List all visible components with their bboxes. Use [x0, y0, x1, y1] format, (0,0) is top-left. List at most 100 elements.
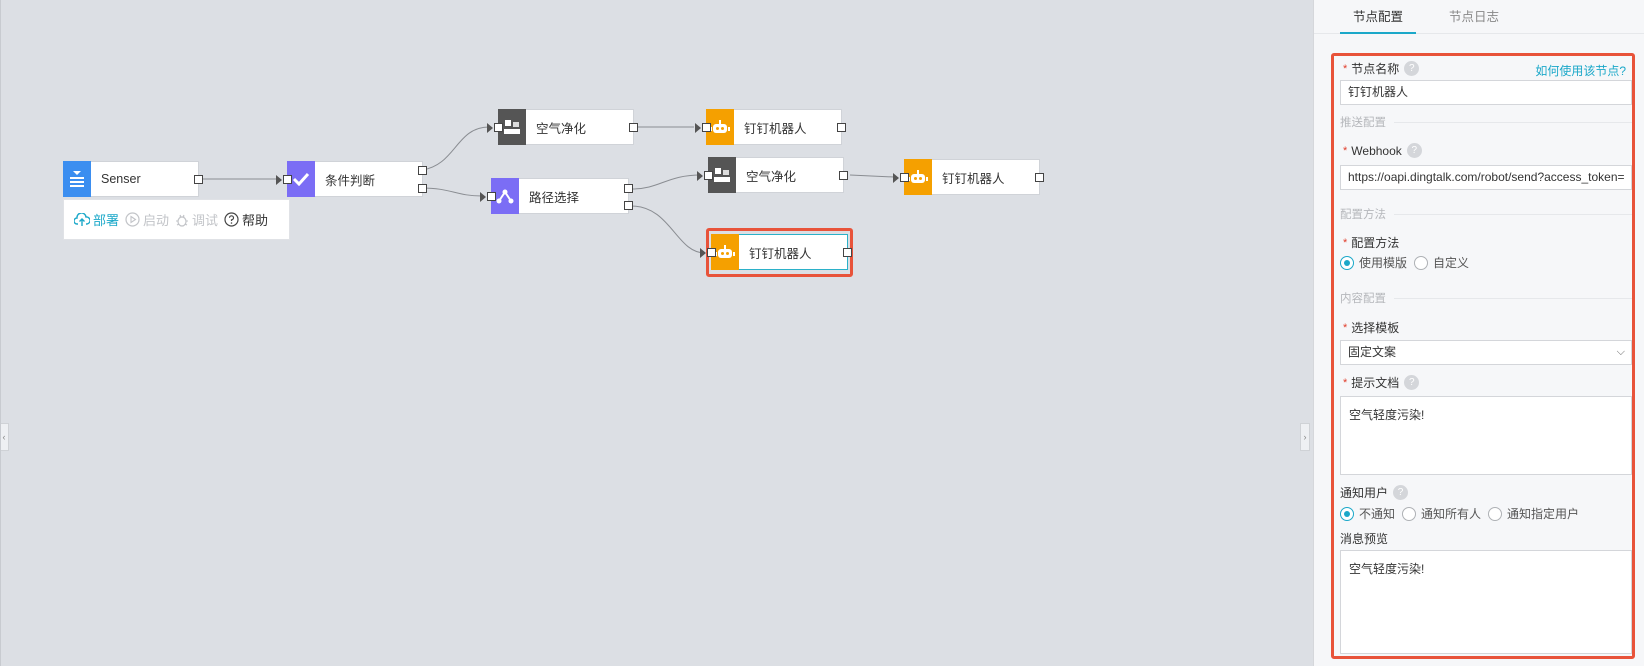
webhook-input[interactable]: https://oapi.dingtalk.com/robot/send?acc…: [1340, 165, 1632, 190]
deploy-label: 部署: [93, 213, 120, 228]
wire-condition-route: [421, 187, 483, 197]
output-port[interactable]: [1035, 173, 1044, 182]
node-name-input[interactable]: 钉钉机器人: [1340, 80, 1632, 105]
tab-node-config[interactable]: 节点配置: [1340, 0, 1417, 34]
question-icon[interactable]: ?: [1393, 485, 1409, 500]
deploy-button[interactable]: 部署: [74, 210, 119, 229]
input-port[interactable]: [487, 192, 496, 201]
template-select[interactable]: 固定文案 ⌵: [1340, 340, 1632, 365]
prompt-doc-label: * 提示文档 ?: [1343, 374, 1420, 391]
node-toolbar: 部署 启动 调试 帮助: [63, 199, 290, 240]
node-air-purify-2[interactable]: 空气净化: [697, 157, 848, 193]
node-dingtalk-bot-1[interactable]: 钉钉机器人: [695, 109, 846, 145]
panel-collapse-handle[interactable]: ›: [1300, 423, 1310, 451]
node-config-panel: 节点配置 节点日志 * 节点名称 ? 如何使用该节点? 钉钉机器人 推送配置 *…: [1313, 0, 1644, 666]
node-config-form: * 节点名称 ? 如何使用该节点? 钉钉机器人 推送配置 * Webhook ?…: [1331, 53, 1635, 659]
node-name-label: * 节点名称 ?: [1343, 60, 1420, 77]
config-method-label: * 配置方法: [1343, 236, 1400, 250]
node-dingtalk-bot-3[interactable]: 钉钉机器人: [700, 234, 852, 270]
input-arrow-icon: [700, 248, 706, 258]
flow-canvas[interactable]: Senser 条件判断 空气净化 路径选择: [0, 0, 1313, 666]
output-port[interactable]: [839, 171, 848, 180]
notify-radio-group: 不通知 通知所有人 通知指定用户: [1340, 505, 1579, 522]
start-label: 启动: [143, 213, 170, 228]
output-port-1[interactable]: [624, 184, 633, 193]
required-mark: *: [1343, 62, 1348, 75]
how-to-use-link[interactable]: 如何使用该节点?: [1535, 64, 1626, 78]
input-arrow-icon: [893, 173, 899, 183]
question-icon[interactable]: ?: [1404, 61, 1420, 76]
input-arrow-icon: [695, 123, 701, 133]
input-port[interactable]: [707, 248, 716, 257]
required-mark: *: [1343, 236, 1348, 249]
radio-custom[interactable]: 自定义: [1414, 254, 1469, 271]
section-push-config: 推送配置: [1340, 114, 1632, 130]
cloud-upload-icon: [74, 212, 90, 226]
node-label: 空气净化: [746, 169, 797, 184]
question-icon[interactable]: ?: [1406, 143, 1422, 158]
node-label: 钉钉机器人: [744, 121, 807, 136]
connection-wires: [200, 126, 895, 254]
input-port[interactable]: [283, 175, 292, 184]
radio-use-template[interactable]: 使用模版: [1340, 254, 1407, 271]
required-mark: *: [1343, 376, 1348, 389]
play-circle-icon: [125, 212, 140, 227]
wire-condition-air1: [421, 126, 490, 171]
node-label: 钉钉机器人: [749, 246, 812, 261]
branch-icon: [491, 178, 519, 214]
output-port[interactable]: [194, 175, 203, 184]
question-icon[interactable]: ?: [1404, 375, 1420, 390]
radio-unchecked-icon: [1488, 506, 1503, 521]
radio-no-notify[interactable]: 不通知: [1340, 505, 1395, 522]
start-button[interactable]: 启动: [125, 210, 169, 229]
node-condition[interactable]: 条件判断: [276, 161, 427, 197]
wire-route-air2: [630, 174, 702, 190]
node-air-purify-1[interactable]: 空气净化: [487, 109, 638, 145]
config-method-radio-group: 使用模版 自定义: [1340, 254, 1469, 271]
output-port[interactable]: [629, 123, 638, 132]
radio-notify-specific[interactable]: 通知指定用户: [1488, 505, 1579, 522]
output-port-1[interactable]: [418, 166, 427, 175]
help-button[interactable]: 帮助: [224, 210, 268, 229]
node-route-select[interactable]: 路径选择: [480, 178, 633, 214]
wire-air2-bot2: [849, 174, 895, 178]
radio-notify-all[interactable]: 通知所有人: [1402, 505, 1481, 522]
output-port[interactable]: [843, 248, 852, 257]
message-preview-box: 空气轻度污染!: [1340, 550, 1632, 654]
radio-checked-icon: [1340, 506, 1354, 521]
wire-route-bot3: [630, 205, 706, 254]
radio-unchecked-icon: [1414, 255, 1429, 270]
node-label: 空气净化: [536, 121, 587, 136]
message-preview-label: 消息预览: [1340, 532, 1389, 546]
question-circle-icon: [224, 212, 239, 227]
output-port-2[interactable]: [624, 201, 633, 210]
prompt-doc-textarea[interactable]: 空气轻度污染!: [1340, 396, 1632, 475]
notify-users-label: 通知用户 ?: [1340, 484, 1409, 501]
list-download-icon: [63, 161, 91, 197]
required-mark: *: [1343, 321, 1348, 334]
input-port[interactable]: [702, 123, 711, 132]
node-label: 路径选择: [529, 190, 580, 205]
left-collapse-handle[interactable]: ‹: [1, 423, 9, 451]
webhook-label: * Webhook ?: [1343, 143, 1422, 158]
node-label: Senser: [101, 172, 141, 186]
input-port[interactable]: [704, 171, 713, 180]
input-arrow-icon: [697, 171, 703, 181]
radio-unchecked-icon: [1402, 506, 1417, 521]
debug-button[interactable]: 调试: [175, 210, 218, 229]
chevron-down-icon: ⌵: [1616, 346, 1625, 358]
input-port[interactable]: [900, 173, 909, 182]
node-dingtalk-bot-2[interactable]: 钉钉机器人: [893, 159, 1044, 195]
output-port[interactable]: [837, 123, 846, 132]
input-arrow-icon: [487, 123, 493, 133]
section-content-config: 内容配置: [1340, 290, 1632, 306]
bug-icon: [176, 214, 189, 227]
input-arrow-icon: [480, 192, 486, 202]
radio-checked-icon: [1340, 255, 1354, 270]
tab-node-log[interactable]: 节点日志: [1449, 10, 1500, 24]
section-config-method: 配置方法: [1340, 206, 1632, 222]
chevron-right-icon: ›: [1303, 432, 1307, 442]
node-senser[interactable]: Senser: [63, 161, 203, 197]
output-port-2[interactable]: [418, 184, 427, 193]
input-port[interactable]: [494, 123, 503, 132]
